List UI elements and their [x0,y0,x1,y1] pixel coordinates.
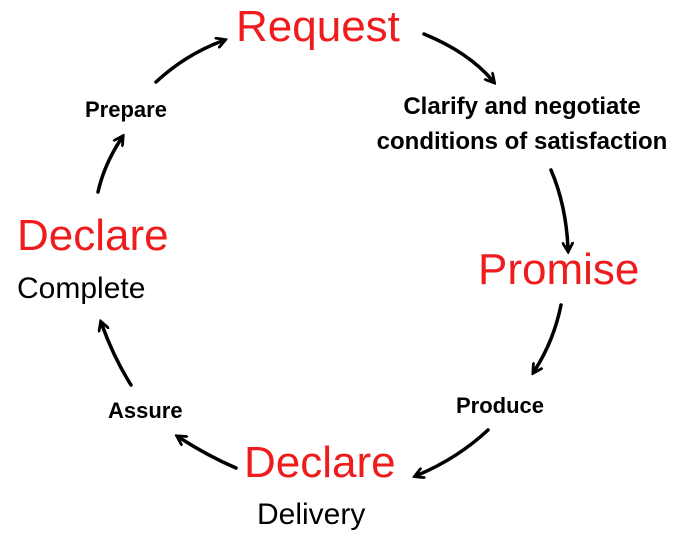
arrow-promise-to-produce [535,303,563,370]
arrow-prepare-to-request [154,41,222,84]
declare-complete-red-label: Declare [17,211,169,260]
request-label: Request [236,2,400,51]
promise-label: Promise [478,245,640,294]
arrow-clarify-to-promise [549,168,568,248]
arrow-declare-delivery-to-assure [180,438,238,470]
clarify-line-1: Clarify and negotiate [403,93,641,120]
arrow-assure-to-declare-complete [102,325,133,387]
declare-delivery-red-label: Declare [244,438,396,487]
arrow-request-to-clarify [422,32,492,80]
clarify-line-2: conditions of satisfaction [376,127,668,155]
prepare-label: Prepare [85,97,167,122]
produce-label: Produce [456,393,545,418]
arrow-produce-to-declare-delivery [418,428,490,475]
declare-delivery-black-label: Delivery [257,498,366,531]
clarify-label: Clarify and negotiate conditions of sati… [361,90,683,160]
assure-label: Assure [108,398,183,423]
arrow-declare-complete-to-prepare [96,139,121,194]
declare-complete-black-label: Complete [17,272,146,305]
